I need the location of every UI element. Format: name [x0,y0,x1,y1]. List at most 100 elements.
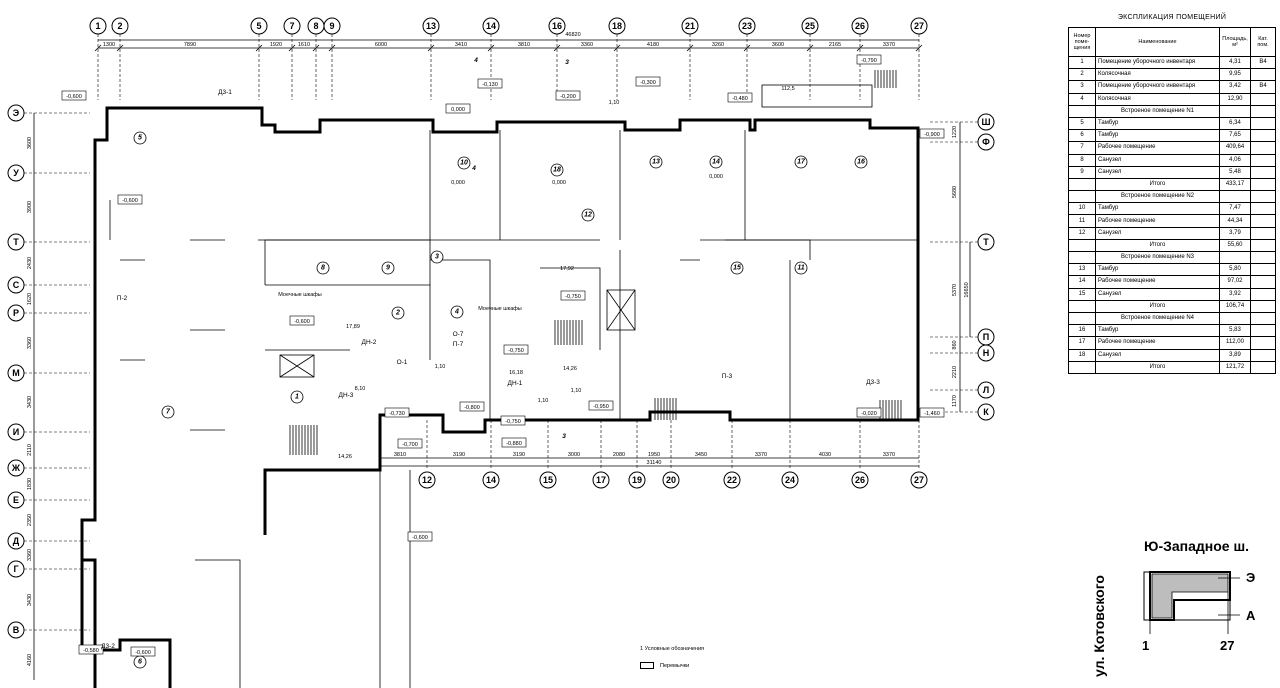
dim-label: 1620 [27,293,33,305]
axis-label: 19 [632,475,642,485]
section-title: Встроеное помещение N3 [1095,250,1220,265]
room-number-cell: 1 [1068,55,1096,70]
section-mark: 3 [565,59,569,66]
axis-label: 27 [914,21,924,31]
room-marker [649,155,663,169]
room-number-cell: 6 [1068,129,1096,143]
key-axis-e: Э [1246,570,1256,585]
room-marker [316,261,330,275]
axis-marker [738,17,756,35]
room-number-cell: 15 [1068,287,1096,301]
axis-marker [7,233,25,251]
axis-marker [7,532,25,550]
inner-wall [430,259,491,420]
room-area-cell: 12,90 [1219,92,1251,106]
room-name-cell: Санузел [1095,165,1220,179]
room-marker [457,156,471,170]
axis-label: 15 [543,475,553,485]
dim-label: 3810 [394,452,406,458]
cell-empty [1068,250,1096,265]
room-category-cell [1250,336,1276,350]
level-box [61,90,87,101]
opening-mark: ДН-3 [339,392,354,399]
section-mark: 3 [562,433,566,440]
dim-label: 6000 [375,42,387,48]
room-marker [730,261,744,275]
level-box [477,78,503,89]
axis-label: 24 [785,475,795,485]
axis-marker [7,491,25,509]
room-marker [161,405,175,419]
room-area-cell: 3,79 [1219,226,1251,240]
dim-label: 3260 [712,42,724,48]
legend-title: 1 Условные обозначения [640,646,705,652]
col-number: Номер поме-щения [1068,27,1096,57]
explication-title: ЭКСПЛИКАЦИЯ ПОМЕЩЕНИЙ [1117,14,1227,21]
axis-marker [977,113,995,131]
room-number: 8 [321,265,325,272]
room-number-cell: 4 [1068,92,1096,106]
dim-label: 5680 [952,186,958,198]
room-category-cell [1250,141,1276,155]
room-name-cell: Санузел [1095,153,1220,167]
room-area-cell: 9,95 [1219,68,1251,82]
room-marker [794,155,808,169]
room-name-cell: Тамбур [1095,263,1220,277]
room-marker [381,261,395,275]
section-mark: 4 [471,165,476,172]
axis-label: 18 [612,21,622,31]
room-marker [133,131,147,145]
level-box [503,344,529,355]
room-name-cell: Тамбур [1095,324,1220,338]
dim-label: 3360 [581,42,593,48]
axis-marker [723,471,741,489]
axis-marker [781,471,799,489]
dim-label: 5370 [952,284,958,296]
room-number-cell: 5 [1068,116,1096,131]
dim-label: 3900 [27,201,33,213]
dim-label: 3370 [883,42,895,48]
plan-note: Моечные шкафы [278,292,322,298]
axis-marker [977,233,995,251]
axis-marker [422,17,440,35]
axis-marker [418,471,436,489]
axis-marker [592,471,610,489]
room-category-cell [1250,263,1276,277]
level-box [407,531,433,542]
dim-label: 3600 [772,42,784,48]
inner-wall [265,284,431,360]
opening-mark: О-1 [397,359,408,366]
room-name-cell: Помещение уборочного инвентаря [1095,55,1220,70]
dim-label: 1300 [103,42,115,48]
cell-empty [1219,311,1251,326]
level-value: -0,600 [66,94,82,100]
room-number: 7 [166,409,171,416]
room-number: 14 [712,159,720,166]
dim-label: 3430 [27,594,33,606]
axis-marker [323,17,341,35]
room-number-cell: 11 [1068,214,1096,228]
axis-marker [89,17,107,35]
level-value: -0,600 [412,535,428,541]
level-box [384,407,410,418]
col-area: Площадь, м² [1219,27,1251,57]
room-area-cell: 3,92 [1219,287,1251,301]
room-number-cell: 9 [1068,165,1096,179]
dim-label: 860 [952,340,958,349]
axis-marker [482,471,500,489]
level-box [560,290,586,301]
level-box [635,76,661,87]
opening-mark: П-2 [117,295,128,302]
axis-label: Д [13,536,20,546]
room-number: 13 [652,159,660,166]
cell-empty [1219,190,1251,204]
level-marks: -0,600-0,600-0,130-0,200-0,300-0,750-0,4… [61,54,945,657]
